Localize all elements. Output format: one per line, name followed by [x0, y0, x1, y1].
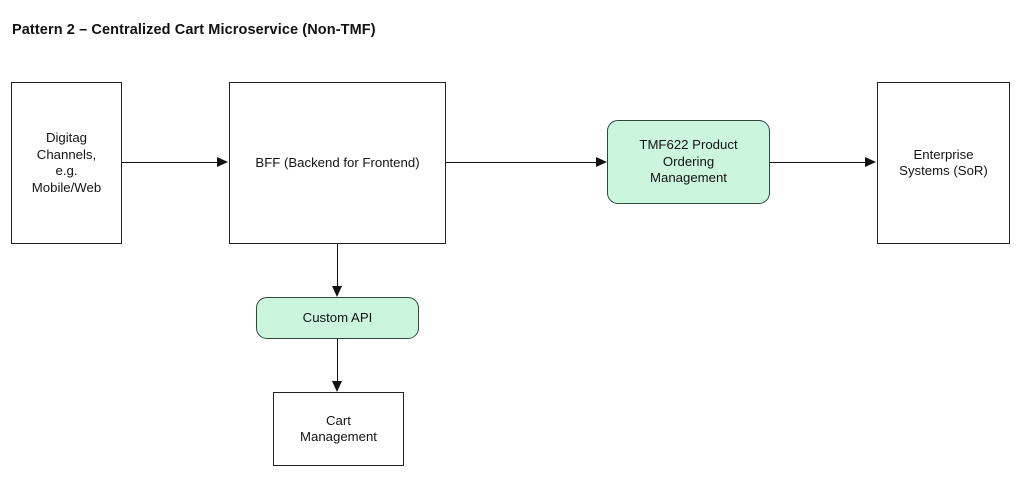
- edge-line: [446, 162, 597, 163]
- node-bff[interactable]: BFF (Backend for Frontend): [229, 82, 446, 244]
- node-tmf622-label: TMF622 Product Ordering Management: [639, 137, 738, 186]
- arrowhead-right-icon: [865, 157, 876, 167]
- node-digital-channels[interactable]: Digitag Channels, e.g. Mobile/Web: [11, 82, 122, 244]
- arrowhead-right-icon: [596, 157, 607, 167]
- node-cart-management[interactable]: Cart Management: [273, 392, 404, 466]
- node-tmf622-product-ordering-management[interactable]: TMF622 Product Ordering Management: [607, 120, 770, 204]
- edge-line: [770, 162, 866, 163]
- arrowhead-down-icon: [332, 286, 342, 297]
- diagram-title: Pattern 2 – Centralized Cart Microservic…: [12, 22, 376, 38]
- edge-line: [122, 162, 218, 163]
- node-bff-label: BFF (Backend for Frontend): [255, 154, 420, 170]
- edge-line: [337, 339, 338, 381]
- arrowhead-down-icon: [332, 381, 342, 392]
- node-custom-api-label: Custom API: [302, 309, 373, 325]
- node-custom-api[interactable]: Custom API: [256, 297, 419, 339]
- edge-line: [337, 244, 338, 287]
- node-cart-management-label: Cart Management: [300, 412, 377, 445]
- arrowhead-right-icon: [217, 157, 228, 167]
- node-enterprise-systems-label: Enterprise Systems (SoR): [899, 146, 988, 179]
- node-enterprise-systems[interactable]: Enterprise Systems (SoR): [877, 82, 1010, 244]
- node-digital-channels-label: Digitag Channels, e.g. Mobile/Web: [31, 130, 102, 195]
